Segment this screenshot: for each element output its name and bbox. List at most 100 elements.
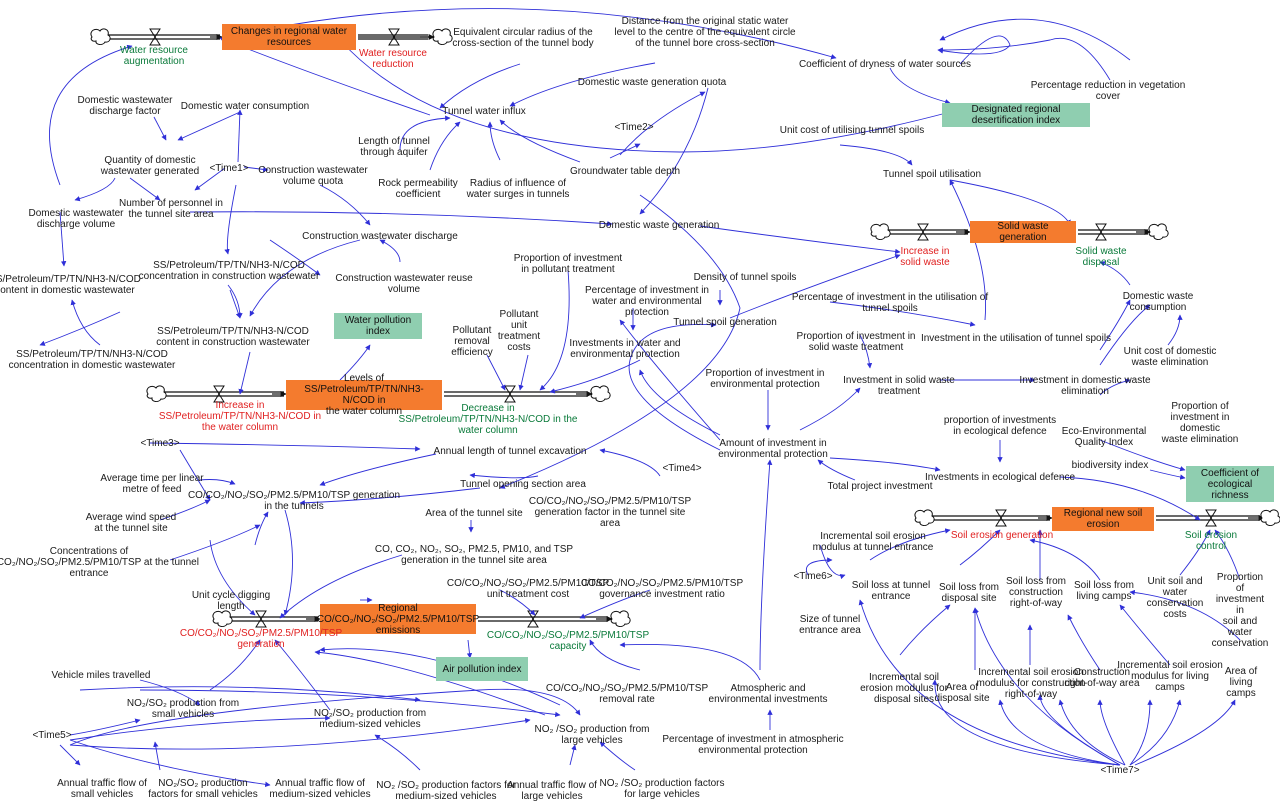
var-gen-site-area[interactable]: CO, CO₂, NO₂, SO₂, PM2.5, PM10, and TSP …: [374, 544, 574, 566]
var-row-area[interactable]: Construction right-of-way area: [1064, 667, 1140, 689]
var-conc-cons-ww[interactable]: SS/Petroleum/TP/TN/NH3-N/COD concentrati…: [138, 260, 320, 282]
var-atm-investments[interactable]: Atmospheric and environmental investment…: [708, 683, 828, 705]
var-eeqi[interactable]: Eco-Environmental Quality Index: [1061, 426, 1147, 448]
var-gen-factor-site[interactable]: CO/CO₂/NO₂/SO₂/PM2.5/PM10/TSP generation…: [528, 496, 692, 529]
var-vehicle-miles[interactable]: Vehicle miles travelled: [51, 670, 151, 681]
var-inc-mod-entrance[interactable]: Incremental soil erosion modulus at tunn…: [812, 531, 934, 553]
flow-water-augmentation[interactable]: Water resource augmentation: [120, 45, 188, 67]
var-inv-water-env[interactable]: Investments in water and environmental p…: [569, 338, 681, 360]
var-cons-ww-quota[interactable]: Construction wastewater volume quota: [258, 165, 368, 187]
var-time3[interactable]: <Time3>: [140, 438, 180, 449]
var-soil-loss-disposal[interactable]: Soil loss from disposal site: [938, 582, 1000, 604]
flow-pollutant-decrease[interactable]: Decrease in SS/Petroleum/TP/TN/NH3-N/COD…: [398, 403, 578, 436]
var-air-removal[interactable]: CO/CO₂/NO₂/SO₂/PM2.5/PM10/TSP removal ra…: [545, 683, 709, 705]
var-inv-eco-def[interactable]: Investments in ecological defence: [924, 472, 1076, 483]
var-tunnel-water-influx[interactable]: Tunnel water influx: [442, 106, 526, 117]
var-soil-loss-camps[interactable]: Soil loss from living camps: [1073, 580, 1135, 602]
var-area-disposal[interactable]: Area of disposal site: [934, 682, 990, 704]
var-unit-soil-cost[interactable]: Unit soil and water conservation costs: [1146, 576, 1204, 620]
var-pct-pollutant-treatment[interactable]: Proportion of investment in pollutant tr…: [513, 253, 623, 275]
var-inc-mod-camps[interactable]: Incremental soil erosion modulus for liv…: [1117, 660, 1223, 693]
var-content-dom-ww[interactable]: SS/Petroleum/TP/TN/NH3-N/COD content in …: [0, 274, 141, 296]
var-time6[interactable]: <Time6>: [793, 571, 833, 582]
var-density-spoil[interactable]: Density of tunnel spoils: [693, 272, 797, 283]
var-coefficient-dryness[interactable]: Coefficient of dryness of water sources: [798, 59, 972, 70]
var-time4[interactable]: <Time4>: [662, 463, 702, 474]
var-length-aquifer[interactable]: Length of tunnel through aquifer: [358, 136, 430, 158]
var-inc-mod-disposal[interactable]: Incremental soil erosion modulus for dis…: [860, 672, 948, 705]
var-amount-inv-env[interactable]: Amount of investment in environmental pr…: [718, 438, 828, 460]
var-dom-waste-consumption[interactable]: Domestic waste consumption: [1122, 291, 1194, 313]
var-rock-permeability[interactable]: Rock permeability coefficient: [378, 178, 458, 200]
var-dom-water-consumption[interactable]: Domestic water consumption: [180, 101, 310, 112]
var-distance-static[interactable]: Distance from the original static water …: [614, 16, 796, 49]
var-traffic-medium[interactable]: Annual traffic flow of medium-sized vehi…: [269, 778, 371, 800]
var-conc-entrance[interactable]: Concentrations of CO/CO₂/NO₂/SO₂/PM2.5/P…: [0, 546, 199, 579]
var-radius-influence[interactable]: Radius of influence of water surges in t…: [466, 178, 570, 200]
var-groundwater-depth[interactable]: Groundwater table depth: [569, 166, 681, 177]
var-nox-factor-small[interactable]: NO₂/SO₂ production factors for small veh…: [148, 778, 258, 800]
flow-water-reduction[interactable]: Water resource reduction: [359, 48, 427, 70]
var-pct-inv-dom-elim[interactable]: Proportion of investment in domestic was…: [1161, 401, 1239, 445]
var-area-camps[interactable]: Area of living camps: [1224, 666, 1258, 699]
var-pollutant-unit-cost[interactable]: Pollutant unit treatment costs: [497, 309, 541, 353]
var-annual-length[interactable]: Annual length of tunnel excavation: [433, 446, 587, 457]
var-tunnel-spoil-utilisation[interactable]: Tunnel spoil utilisation: [882, 169, 982, 180]
var-opening-area[interactable]: Tunnel opening section area: [460, 479, 586, 490]
var-nox-factor-medium[interactable]: NO₂ /SO₂ production factors for medium-s…: [376, 780, 516, 802]
var-dom-ww-factor[interactable]: Domestic wastewater discharge factor: [77, 95, 173, 117]
var-size-entrance[interactable]: Size of tunnel entrance area: [799, 614, 861, 636]
var-nox-small[interactable]: NO₂/SO₂ production from small vehicles: [126, 698, 240, 720]
stock-pollutant-levels[interactable]: Levels of SS/Petroleum/TP/TN/NH3-N/COD i…: [286, 373, 442, 417]
flow-soil-generation[interactable]: Soil erosion generation: [950, 530, 1054, 541]
index-ecological-richness[interactable]: Coefficient of ecological richness: [1186, 466, 1274, 502]
flow-soil-control[interactable]: Soil erosion control: [1184, 530, 1238, 552]
var-dom-waste-generation[interactable]: Domestic waste generation: [598, 220, 720, 231]
var-pct-inv-atm[interactable]: Percentage of investment in atmospheric …: [662, 734, 844, 756]
var-dom-ww-volume[interactable]: Domestic wastewater discharge volume: [28, 208, 124, 230]
var-time7[interactable]: <Time7>: [1100, 765, 1140, 776]
var-cons-ww-discharge[interactable]: Construction wastewater discharge: [302, 231, 458, 242]
var-nox-large[interactable]: NO₂ /SO₂ production from large vehicles: [534, 724, 650, 746]
var-content-cons-ww[interactable]: SS/Petroleum/TP/TN/NH3-N/COD content in …: [156, 326, 310, 348]
var-time5[interactable]: <Time5>: [32, 730, 72, 741]
var-inc-mod-row[interactable]: Incremental soil erosion modulus for con…: [976, 667, 1086, 700]
var-area-site[interactable]: Area of the tunnel site: [425, 508, 523, 519]
var-nox-factor-large[interactable]: NO₂ /SO₂ production factors for large ve…: [599, 778, 725, 800]
var-nox-medium[interactable]: NO₂/SO₂ production from medium-sized veh…: [313, 708, 427, 730]
var-unit-cost-spoil[interactable]: Unit cost of utilising tunnel spoils: [779, 125, 925, 136]
var-traffic-large[interactable]: Annual traffic flow of large vehicles: [507, 780, 597, 802]
var-dom-waste-quota[interactable]: Domestic waste generation quota: [577, 77, 727, 88]
var-pollutant-removal-eff[interactable]: Pollutant removal efficiency: [451, 325, 493, 358]
var-pct-inv-water-env[interactable]: Percentage of investment in water and en…: [585, 285, 709, 318]
flow-solid-disposal[interactable]: Solid waste disposal: [1075, 246, 1127, 268]
index-air-pollution[interactable]: Air pollution index: [436, 657, 528, 681]
var-wind-speed[interactable]: Average wind speed at the tunnel site: [85, 512, 177, 534]
stock-soil-erosion[interactable]: Regional new soil erosion: [1052, 507, 1154, 531]
var-time2[interactable]: <Time2>: [614, 122, 654, 133]
var-inv-spoil[interactable]: Investment in the utilisation of tunnel …: [920, 333, 1112, 344]
var-unit-cycle[interactable]: Unit cycle digging length: [191, 590, 271, 612]
var-pct-inv-solid[interactable]: Proportion of investment in solid waste …: [796, 331, 916, 353]
var-biodiversity[interactable]: biodiversity index: [1071, 460, 1149, 471]
var-pct-inv-env[interactable]: Proportion of investment in environmenta…: [705, 368, 825, 390]
flow-air-generation[interactable]: CO/CO₂/NO₂/SO₂/PM2.5/PM10/TSP generation: [179, 628, 343, 650]
var-soil-loss-row[interactable]: Soil loss from construction right-of-way: [1005, 576, 1067, 609]
var-qty-dom-ww[interactable]: Quantity of domestic wastewater generate…: [100, 155, 200, 177]
var-inv-solid[interactable]: Investment in solid waste treatment: [843, 375, 955, 397]
var-conc-dom-ww[interactable]: SS/Petroleum/TP/TN/NH3-N/COD concentrati…: [8, 349, 176, 371]
flow-solid-increase[interactable]: Increase in solid waste: [900, 246, 950, 268]
var-time1[interactable]: <Time1>: [209, 163, 249, 174]
flow-air-capacity[interactable]: CO/CO₂/NO₂/SO₂/PM2.5/PM10/TSP capacity: [486, 630, 650, 652]
var-avg-time-feed[interactable]: Average time per linear metre of feed: [100, 473, 204, 495]
var-vegetation-reduction[interactable]: Percentage reduction in vegetation cover: [1030, 80, 1186, 102]
var-tunnel-spoil-generation[interactable]: Tunnel spoil generation: [673, 317, 777, 328]
var-air-unit-cost[interactable]: CO/CO₂/NO₂/SO₂/PM2.5/PM10/TSP unit treat…: [446, 578, 610, 600]
stock-solid-waste[interactable]: Solid waste generation: [970, 221, 1076, 243]
var-inv-dom-elim[interactable]: Investment in domestic waste elimination: [1019, 375, 1151, 397]
var-soil-loss-entrance[interactable]: Soil loss at tunnel entrance: [851, 580, 931, 602]
var-pct-inv-spoil[interactable]: Percentage of investment in the utilisat…: [791, 292, 989, 314]
var-personnel[interactable]: Number of personnel in the tunnel site a…: [119, 198, 223, 220]
stock-water-resources[interactable]: Changes in regional water resources: [222, 24, 356, 50]
var-traffic-small[interactable]: Annual traffic flow of small vehicles: [57, 778, 147, 800]
